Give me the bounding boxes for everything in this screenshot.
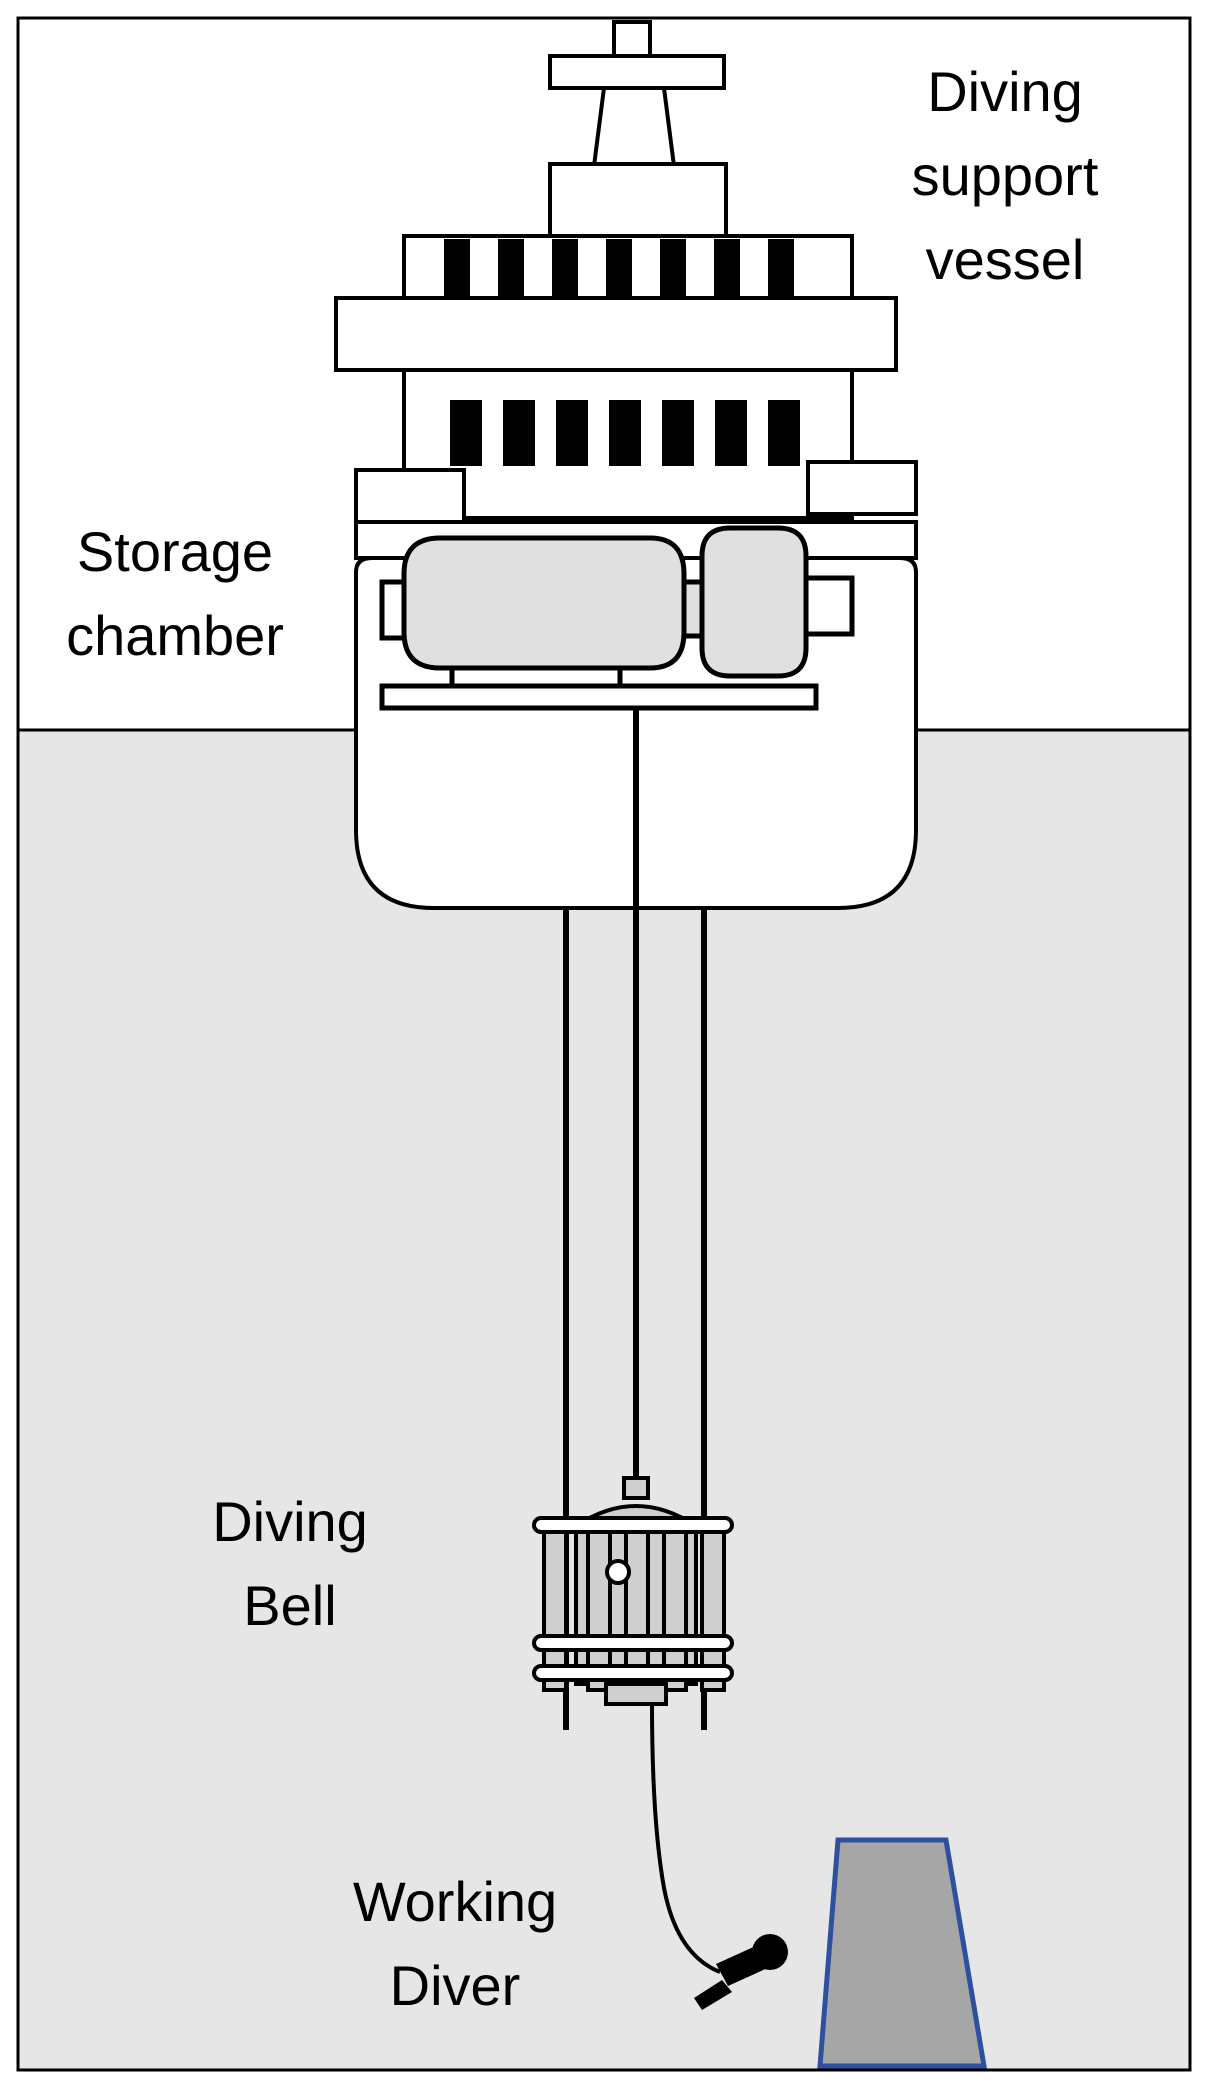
bell-ring-bottom — [532, 1664, 734, 1682]
subsea-structure — [817, 1837, 987, 2069]
bell-bottom-hatch — [604, 1682, 668, 1706]
diver-body-icon — [716, 1944, 772, 1986]
storage-chamber — [379, 525, 855, 711]
middle-windows — [450, 400, 800, 466]
wheelhouse — [548, 162, 728, 238]
bridge-deck — [334, 296, 898, 372]
label-line: support — [911, 144, 1099, 207]
window — [609, 400, 641, 466]
main-chamber-cylinder — [401, 535, 687, 671]
window — [556, 400, 588, 466]
window — [552, 239, 578, 296]
window — [450, 400, 482, 466]
frame-border — [16, 16, 1192, 2072]
label-line: vessel — [925, 228, 1085, 291]
diving-bell — [532, 1476, 734, 1706]
label-diving-support-vessel: Diving support vessel — [880, 50, 1130, 302]
bell-top-connector — [622, 1476, 650, 1500]
window — [768, 239, 794, 296]
label-storage-chamber: Storage chamber — [40, 510, 310, 678]
label-line: Diver — [389, 1954, 521, 2017]
window — [768, 400, 800, 466]
working-diver — [694, 1934, 788, 2010]
right-side-block — [806, 460, 918, 516]
diver-legs-icon — [694, 1980, 732, 2010]
diver-umbilical — [650, 1703, 721, 1974]
bell-porthole — [605, 1559, 631, 1585]
label-line: Bell — [243, 1574, 337, 1637]
label-line: Working — [352, 1870, 558, 1933]
window — [444, 239, 470, 296]
bell-ring-middle — [532, 1634, 734, 1652]
label-line: chamber — [66, 604, 284, 667]
chamber-connector — [681, 579, 705, 639]
window — [660, 239, 686, 296]
window — [503, 400, 535, 466]
bell-ring-top — [532, 1516, 734, 1534]
window — [714, 239, 740, 296]
transfer-chamber — [699, 525, 809, 679]
window — [662, 400, 694, 466]
window — [498, 239, 524, 296]
left-side-block — [354, 468, 466, 524]
upper-deck-windows — [444, 239, 794, 296]
label-line: Diving — [927, 60, 1083, 123]
window — [606, 239, 632, 296]
label-line: Diving — [212, 1490, 368, 1553]
label-working-diver: Working Diver — [320, 1860, 590, 2028]
label-diving-bell: Diving Bell — [180, 1480, 400, 1648]
sea-water — [18, 730, 1190, 2070]
label-line: Storage — [76, 520, 274, 583]
mast-crossbar — [548, 54, 726, 90]
chamber-base-platform — [379, 683, 819, 711]
window — [715, 400, 747, 466]
mast-pole — [591, 86, 677, 168]
mast-top — [612, 20, 652, 58]
transfer-chamber-end-cap — [803, 575, 855, 637]
